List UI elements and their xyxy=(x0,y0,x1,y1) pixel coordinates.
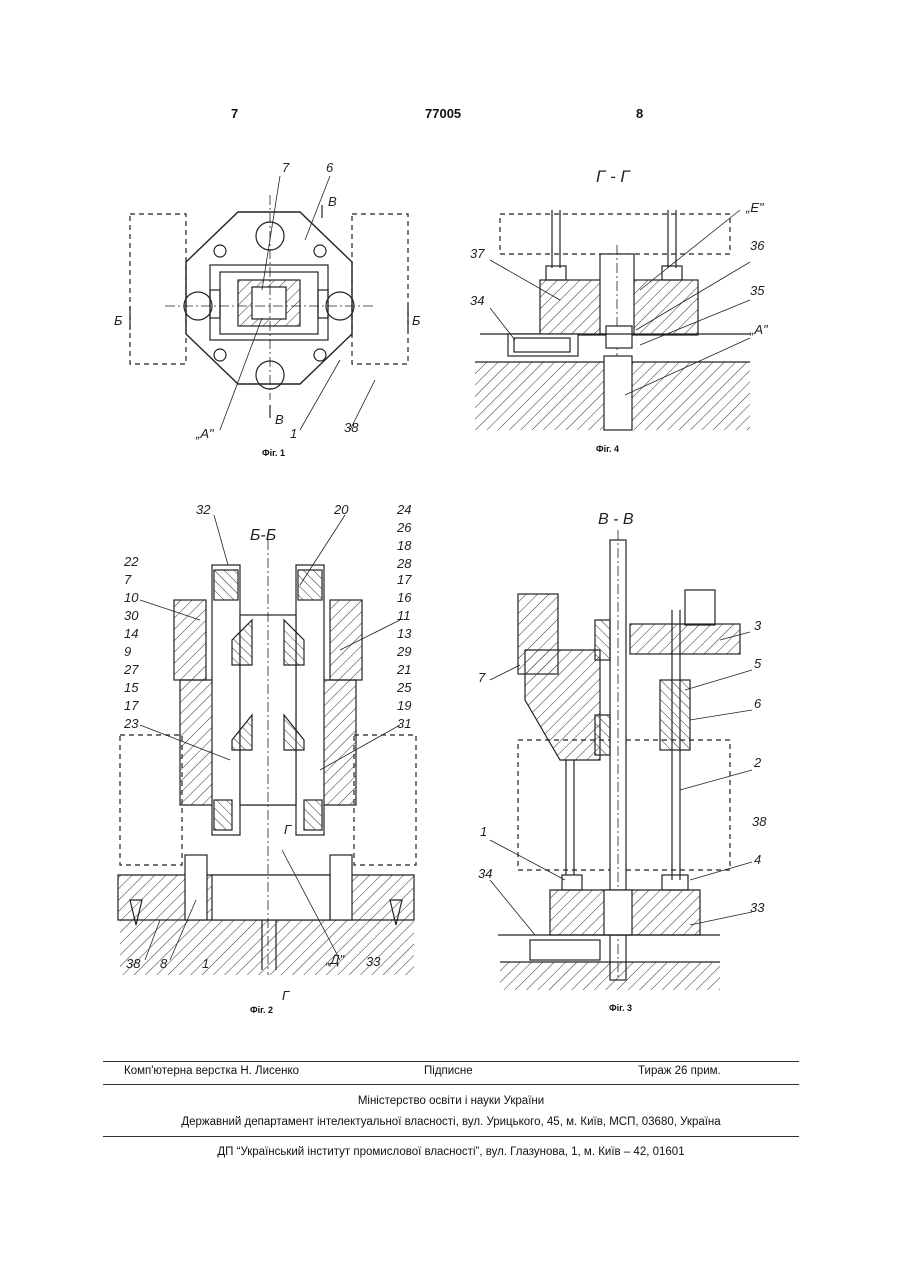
fig1-label-b-left: Б xyxy=(114,313,123,328)
fig1-caption: Фіг. 1 xyxy=(262,448,285,458)
fig4-caption: Фіг. 4 xyxy=(596,444,619,454)
fig2-label-7: 7 xyxy=(124,572,132,587)
fig1-label-1: 1 xyxy=(290,426,297,441)
fig4-label-e: „Е" xyxy=(745,200,765,215)
fig4-label-35: 35 xyxy=(750,283,765,298)
footer-ministry: Міністерство освіти і науки України xyxy=(103,1095,799,1107)
fig2-label-17-top: 17 xyxy=(397,572,412,587)
fig1-label-v-bottom: В xyxy=(275,412,284,427)
footer-rule-top xyxy=(103,1061,799,1062)
fig2-label-15: 15 xyxy=(124,680,139,695)
fig2-label-19: 19 xyxy=(397,698,411,713)
footer-signed: Підписне xyxy=(424,1065,473,1077)
fig3-label-1: 1 xyxy=(480,824,487,839)
fig2-label-24: 24 xyxy=(396,502,411,517)
fig3-label-4: 4 xyxy=(754,852,761,867)
fig2-label-33: 33 xyxy=(366,954,381,969)
fig2-label-17: 17 xyxy=(124,698,139,713)
fig2-label-27: 27 xyxy=(123,662,139,677)
footer-circulation: Тираж 26 прим. xyxy=(638,1065,721,1077)
fig3-caption: Фіг. 3 xyxy=(609,1003,632,1013)
fig3-label-5: 5 xyxy=(754,656,762,671)
footer-department: Державний департамент інтелектуальної вл… xyxy=(103,1116,799,1128)
fig2-caption: Фіг. 2 xyxy=(250,1005,273,1015)
fig2-label-13: 13 xyxy=(397,626,412,641)
fig2-label-14: 14 xyxy=(124,626,138,641)
fig2-label-28: 28 xyxy=(396,556,412,571)
fig3-label-34: 34 xyxy=(478,866,492,881)
footer-rule-bottom xyxy=(103,1136,799,1137)
footer-institute: ДП “Український інститут промислової вла… xyxy=(103,1146,799,1158)
fig2-label-31: 31 xyxy=(397,716,411,731)
fig1-label-v-top: В xyxy=(328,194,337,209)
fig2-label-g-bottom: Г xyxy=(282,988,290,1003)
fig1-label-38: 38 xyxy=(344,420,359,435)
fig4-label-36: 36 xyxy=(750,238,765,253)
fig2-label-29: 29 xyxy=(396,644,411,659)
fig1-label-a: „А" xyxy=(195,426,215,441)
fig2-label-22: 22 xyxy=(123,554,139,569)
figure-4 xyxy=(475,210,750,430)
fig2-label-8: 8 xyxy=(160,956,168,971)
fig2-label-30: 30 xyxy=(124,608,139,623)
figure-3 xyxy=(490,530,752,990)
fig4-label-37: 37 xyxy=(470,246,485,261)
fig1-label-6: 6 xyxy=(326,160,334,175)
fig4-label-34: 34 xyxy=(470,293,484,308)
fig2-label-23: 23 xyxy=(123,716,139,731)
fig2-label-26: 26 xyxy=(396,520,412,535)
footer-rule-middle xyxy=(103,1084,799,1085)
fig2-label-25: 25 xyxy=(396,680,412,695)
fig4-label-a: „А" xyxy=(749,322,769,337)
fig2-label-32: 32 xyxy=(196,502,211,517)
patent-drawings: 7 6 В Б Б „А" 1 38 В Фіг. 1 Г - Г „Е" 37… xyxy=(0,0,901,1050)
fig1-label-7: 7 xyxy=(282,160,290,175)
fig3-label-7: 7 xyxy=(478,670,486,685)
fig2-label-10: 10 xyxy=(124,590,139,605)
fig4-section-title: Г - Г xyxy=(596,167,631,186)
fig2-label-20: 20 xyxy=(333,502,349,517)
fig2-section-title: Б-Б xyxy=(250,527,276,544)
fig3-label-3: 3 xyxy=(754,618,762,633)
fig2-label-18: 18 xyxy=(397,538,412,553)
fig3-label-38: 38 xyxy=(752,814,767,829)
footer-layout-credit: Комп'ютерна верстка Н. Лисенко xyxy=(124,1065,299,1077)
fig3-label-2: 2 xyxy=(753,755,762,770)
figure-1 xyxy=(130,176,408,430)
fig2-label-21: 21 xyxy=(396,662,411,677)
fig3-label-6: 6 xyxy=(754,696,762,711)
fig3-section-title: В - В xyxy=(598,511,634,528)
fig2-label-g-top: Г xyxy=(284,822,292,837)
fig2-label-16: 16 xyxy=(397,590,412,605)
fig1-label-b-right: Б xyxy=(412,313,421,328)
fig2-label-11: 11 xyxy=(397,608,411,623)
fig2-label-9: 9 xyxy=(124,644,131,659)
fig3-label-33: 33 xyxy=(750,900,765,915)
fig2-label-38: 38 xyxy=(126,956,141,971)
fig2-label-d: „Д" xyxy=(325,952,345,967)
fig2-label-1: 1 xyxy=(202,956,209,971)
figure-2 xyxy=(118,515,416,975)
